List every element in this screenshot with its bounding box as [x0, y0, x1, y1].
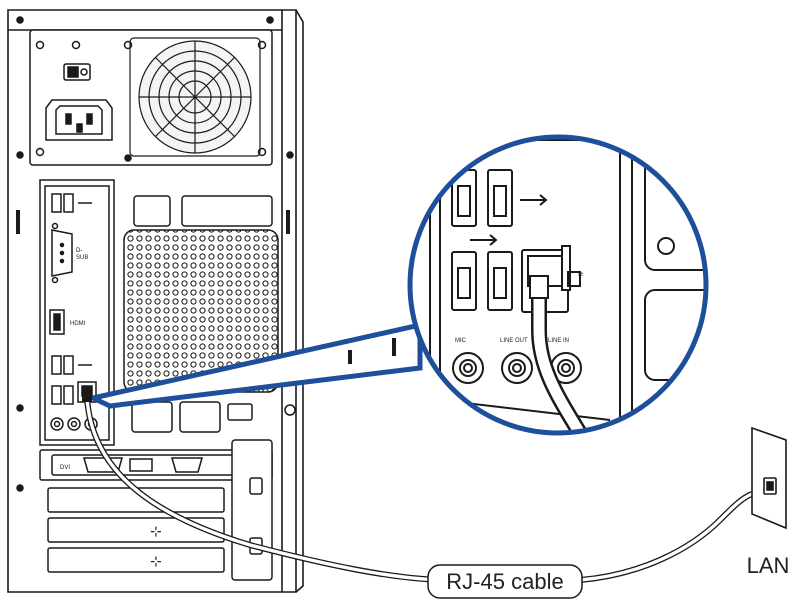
io-panel: D- SUB HDMI	[39, 179, 115, 446]
vga-icon	[51, 229, 73, 277]
svg-text:MIC: MIC	[455, 338, 467, 344]
cable-label: RJ-45 cable	[427, 564, 583, 599]
cable-label-text: RJ-45 cable	[446, 569, 563, 594]
audio-jack-icon	[50, 417, 64, 431]
svg-text:LINE IN: LINE IN	[548, 338, 569, 344]
svg-text:⊹: ⊹	[150, 524, 162, 540]
usb-icon	[51, 193, 62, 213]
power-socket-icon	[45, 99, 113, 141]
svg-text:DVI: DVI	[60, 465, 70, 471]
svg-text:D-: D-	[76, 248, 82, 254]
side-slots	[16, 210, 290, 234]
svg-text:SUB: SUB	[76, 255, 88, 261]
callout-marks	[348, 338, 396, 364]
power-switch-icon	[63, 63, 91, 81]
svg-text:HDMI: HDMI	[70, 321, 86, 327]
svg-text:⊹: ⊹	[150, 554, 162, 570]
lan-label: LAN	[747, 553, 790, 578]
wall-outlet-icon	[751, 426, 787, 530]
knockout-panels	[16, 195, 296, 492]
fan-grille-icon	[129, 37, 261, 157]
zoom-callout: ⇄ MIC LINE OUT LINE IN	[407, 134, 709, 436]
rj45-cable	[82, 392, 769, 583]
svg-text:LINE OUT: LINE OUT	[500, 338, 528, 344]
callout-connector	[85, 321, 423, 409]
svg-text:⇄: ⇄	[578, 271, 583, 278]
hdmi-icon	[49, 309, 65, 335]
